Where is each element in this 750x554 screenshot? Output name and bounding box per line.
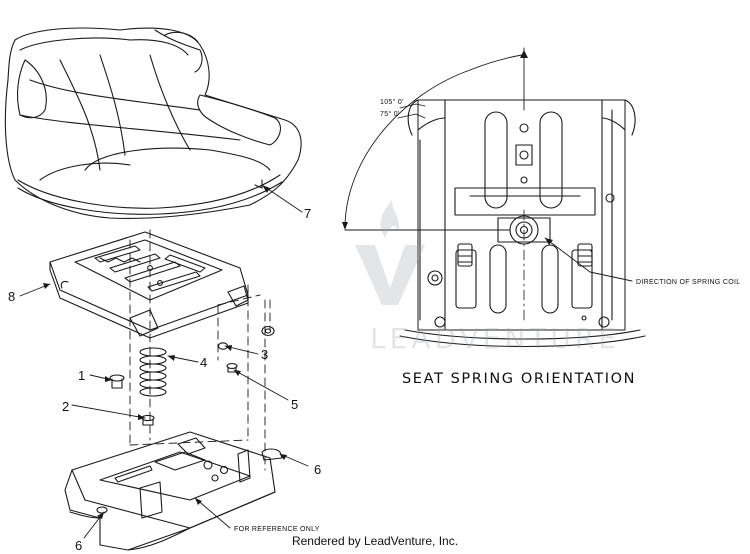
seat-spring [139, 347, 167, 397]
bolt-part-5 [226, 363, 238, 373]
seat-base-reference [64, 431, 283, 551]
orientation-title: SEAT SPRING ORIENTATION [402, 371, 636, 387]
seat-cushion [4, 27, 302, 219]
callout-4: 4 [200, 355, 207, 370]
callout-1: 1 [78, 368, 85, 383]
callout-6-left: 6 [75, 538, 82, 553]
leadventure-watermark: LEADVENTURE [355, 200, 620, 355]
callout-6-right: 6 [314, 462, 321, 477]
callout-7: 7 [304, 206, 311, 221]
assembly-lines [129, 229, 271, 471]
bolt-part-2 [141, 414, 155, 426]
bolt-part-1 [109, 374, 125, 389]
angle-label-75: 75° 0' [380, 110, 400, 118]
callout-8: 8 [8, 289, 15, 304]
callout-3: 3 [261, 347, 268, 362]
callout-2: 2 [62, 399, 69, 414]
watermark-text: LEADVENTURE [370, 322, 620, 355]
orientation-view [344, 47, 646, 348]
footer-credit: Rendered by LeadVenture, Inc. [291, 534, 459, 548]
callout-5: 5 [291, 397, 298, 412]
reference-note: FOR REFERENCE ONLY [234, 526, 320, 533]
angle-label-105: 105° 0' [380, 98, 404, 106]
spring-coil-note: DIRECTION OF SPRING COIL [636, 279, 740, 286]
